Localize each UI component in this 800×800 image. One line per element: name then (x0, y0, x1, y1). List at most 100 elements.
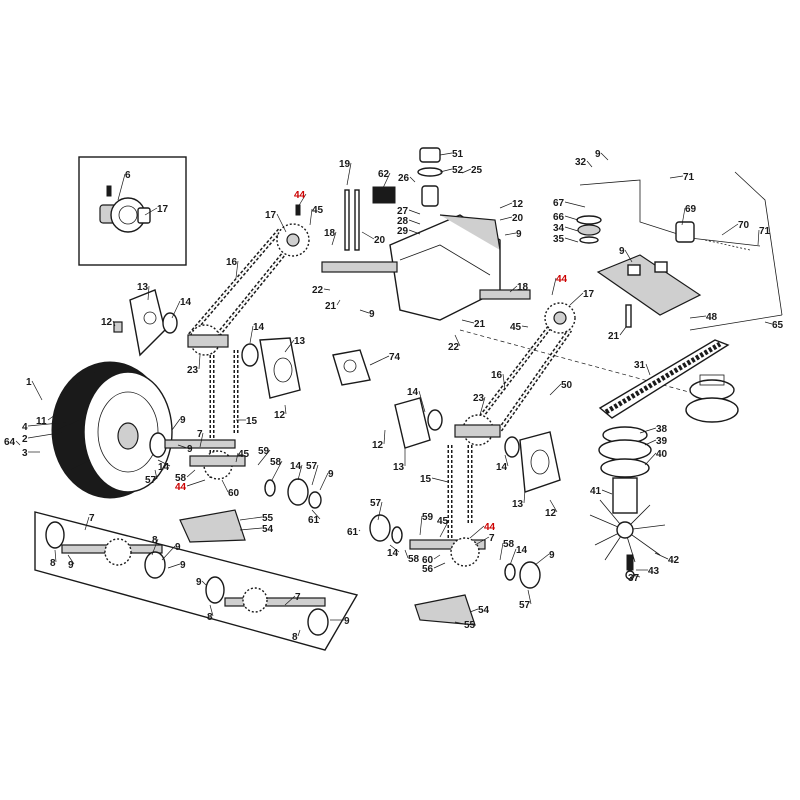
leader-line-14 (297, 464, 303, 481)
leader-line-9 (504, 232, 517, 236)
leader-line-21 (336, 299, 341, 306)
inset-axle-variants (34, 511, 359, 651)
part-callout-14: 14 (290, 461, 302, 472)
sprocket-right-upper (544, 302, 576, 334)
part-callout-8: 8 (50, 558, 56, 569)
leader-line-48 (689, 315, 707, 319)
part-callout-19: 19 (339, 159, 351, 170)
leader-line-16 (235, 260, 239, 279)
fan-blades (589, 499, 666, 563)
leader-line-8 (54, 549, 57, 563)
leader-line-45 (309, 208, 313, 226)
leader-line-9 (600, 152, 609, 161)
part-callout-7: 7 (89, 513, 95, 524)
leader-line-9 (624, 249, 633, 263)
leader-line-41 (601, 489, 613, 495)
leader-line-12 (112, 320, 116, 327)
leader-line-52 (439, 168, 453, 173)
leader-line-17 (144, 207, 158, 216)
leader-line-57 (154, 469, 158, 480)
leader-line-44 (551, 277, 557, 296)
axle-variant-upper (45, 521, 166, 579)
part-callout-61: 61 (347, 527, 359, 538)
leader-line-26 (409, 176, 416, 183)
part-callout-60: 60 (228, 488, 240, 499)
part-callout-71: 71 (759, 226, 771, 237)
part-callout-38: 38 (656, 424, 668, 435)
bracket-left-upper (113, 289, 178, 357)
part-callout-58: 58 (175, 473, 187, 484)
part-callout-7: 7 (489, 533, 495, 544)
part-callout-8: 8 (207, 612, 213, 623)
leader-line-9 (534, 553, 550, 566)
leader-line-19 (346, 162, 352, 186)
bracket-right-left (394, 397, 443, 449)
part-callout-17: 17 (583, 289, 595, 300)
part-callout-26: 26 (398, 173, 410, 184)
part-callout-35: 35 (553, 234, 565, 245)
part-callout-12: 12 (274, 410, 286, 421)
part-callout-16: 16 (491, 370, 503, 381)
part-callout-9: 9 (369, 309, 375, 320)
part-callout-39: 39 (656, 436, 668, 447)
part-callout-13: 13 (294, 336, 306, 347)
part-callout-2: 2 (22, 434, 28, 445)
leader-line-15 (431, 477, 449, 483)
leader-line-67 (564, 201, 586, 208)
leader-line-12 (383, 429, 386, 445)
part-callout-21: 21 (474, 319, 486, 330)
leader-line-42 (654, 552, 669, 560)
leader-line-25 (461, 168, 472, 174)
part-callout-45: 45 (510, 322, 522, 333)
part-callout-25: 25 (471, 165, 483, 176)
bracket-left-lower (241, 337, 301, 399)
leader-line-66 (564, 215, 579, 221)
leader-line-9 (177, 444, 188, 449)
leader-line-8 (297, 629, 301, 637)
leader-line-9 (167, 563, 181, 569)
sprocket-left-upper (276, 204, 310, 257)
part-callout-15: 15 (420, 474, 432, 485)
part-callout-44: 44 (556, 274, 568, 285)
leader-line-60 (221, 479, 229, 493)
leader-line-7 (84, 516, 90, 531)
part-callout-71: 71 (683, 172, 695, 183)
part-callout-18: 18 (517, 282, 529, 293)
part-callout-17: 17 (265, 210, 277, 221)
part-callout-14: 14 (496, 462, 508, 473)
part-callout-12: 12 (512, 199, 524, 210)
part-callout-23: 23 (187, 365, 199, 376)
part-callout-9: 9 (328, 469, 334, 480)
part-callout-13: 13 (393, 462, 405, 473)
leader-line-58 (271, 460, 283, 481)
leader-line-4 (27, 421, 71, 427)
leader-line-20 (361, 231, 375, 240)
part-callout-7: 7 (295, 592, 301, 603)
leader-line-39 (644, 439, 657, 446)
leader-line-58 (186, 469, 196, 478)
leader-line-74 (369, 355, 390, 366)
leader-line-61 (311, 509, 321, 520)
leader-line-18 (331, 231, 337, 246)
leader-line-45 (235, 452, 239, 463)
leader-line-37 (631, 574, 641, 578)
part-callout-44: 44 (175, 482, 187, 493)
leader-line-31 (645, 363, 651, 376)
pulley-upper-right (685, 374, 739, 423)
part-callout-18: 18 (324, 228, 336, 239)
part-callout-9: 9 (516, 229, 522, 240)
leader-line-55 (239, 516, 263, 521)
part-callout-9: 9 (344, 616, 350, 627)
part-callout-14: 14 (158, 462, 170, 473)
leader-line-14 (157, 459, 171, 467)
drive-wheel (51, 361, 173, 499)
part-callout-56: 56 (422, 564, 434, 575)
part-callout-21: 21 (608, 331, 620, 342)
part-callout-9: 9 (595, 149, 601, 160)
part-callout-40: 40 (656, 449, 668, 460)
leader-line-14 (171, 300, 181, 319)
leader-line-51 (439, 152, 453, 156)
part-callout-20: 20 (512, 213, 524, 224)
part-callout-51: 51 (452, 149, 464, 160)
